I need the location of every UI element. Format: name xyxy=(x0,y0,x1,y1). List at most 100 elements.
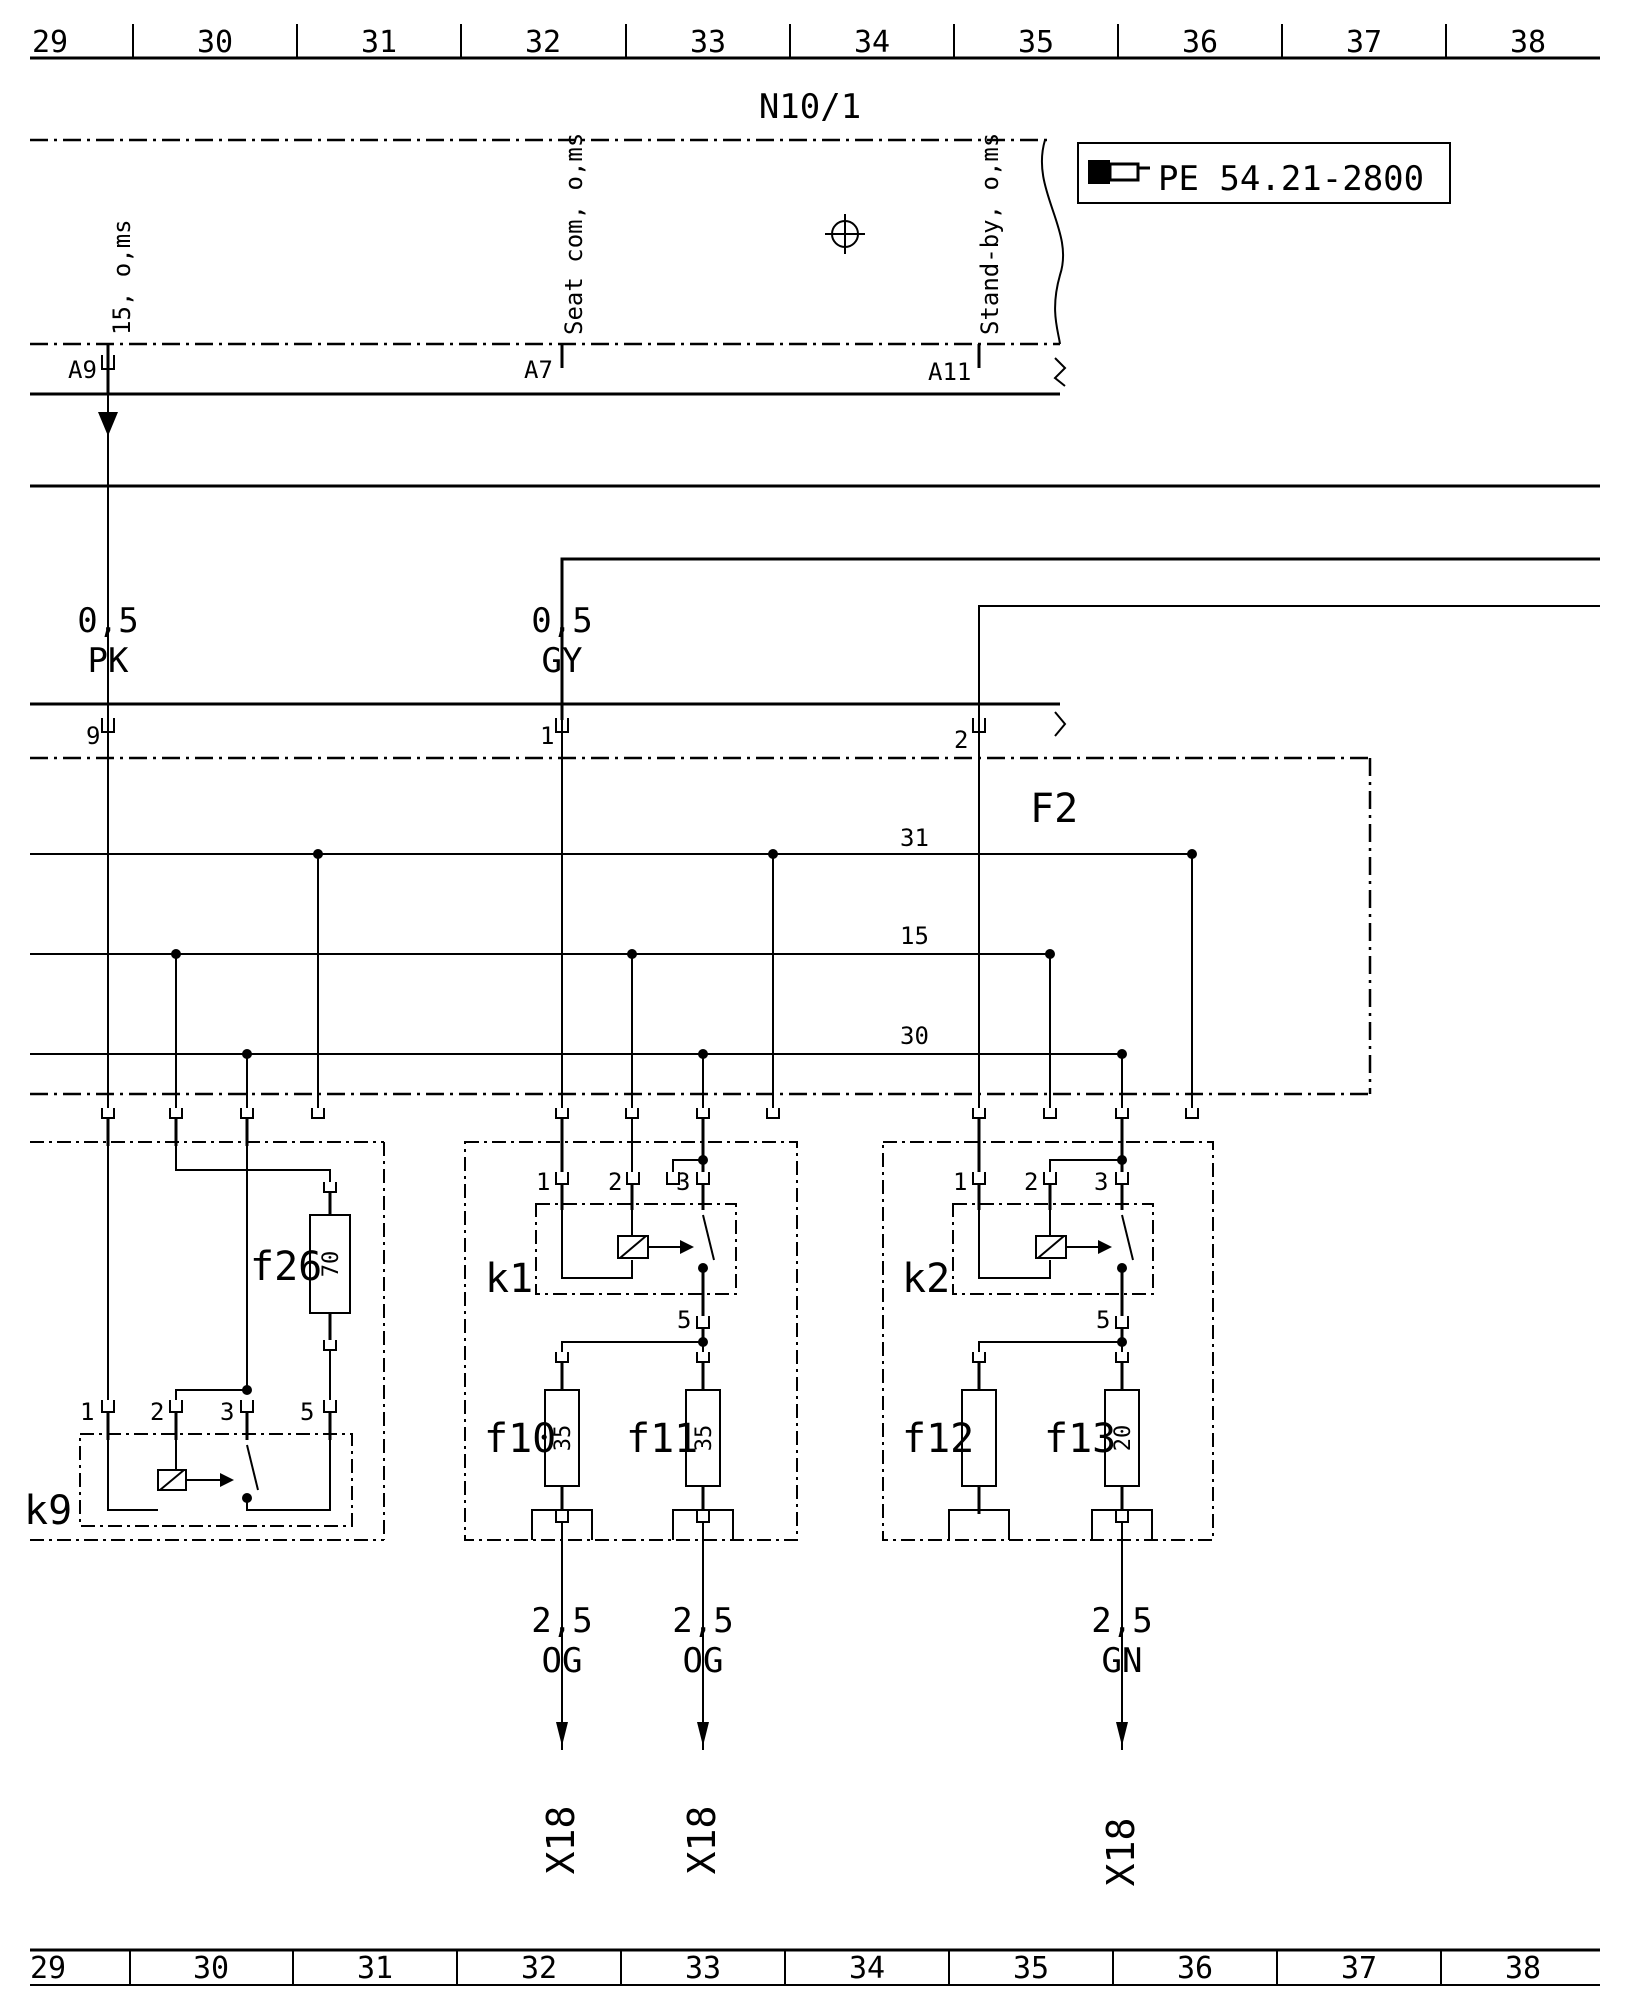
grid-label: 34 xyxy=(849,1951,885,1986)
pin-label: 3 xyxy=(1094,1168,1108,1196)
grid-label: 29 xyxy=(30,1951,66,1986)
wire-color: GY xyxy=(542,641,583,681)
fuse-rating: 70 xyxy=(319,1251,344,1278)
connector-pin-9: 9 xyxy=(86,718,115,750)
pin-label: A7 xyxy=(524,356,553,384)
wire-color: GN xyxy=(1102,1641,1143,1681)
grid-label: 34 xyxy=(854,25,890,60)
fuse-f13: 20 f13 xyxy=(1044,1352,1140,1510)
wire-size: 2,5 xyxy=(531,1601,592,1641)
arrow-down-icon xyxy=(98,412,118,436)
pointing-hand-icon xyxy=(1088,160,1150,184)
signal-label: 15, o,ms xyxy=(108,219,136,335)
module-pin-a11: A11 Stand-by, o,ms xyxy=(928,133,1004,386)
grid-label: 32 xyxy=(525,25,561,60)
grid-label: 30 xyxy=(193,1951,229,1986)
module-pin-a9: A9 15, o,ms xyxy=(68,219,136,394)
grid-label: 30 xyxy=(197,25,233,60)
pin-label: 2 xyxy=(1024,1168,1038,1196)
grid-label: 31 xyxy=(357,1951,393,1986)
grid-label: 35 xyxy=(1013,1951,1049,1986)
fuse-rating: 20 xyxy=(1111,1425,1136,1452)
grid-label: 36 xyxy=(1177,1951,1213,1986)
module-pin-a7: A7 Seat com, o,ms xyxy=(524,133,588,384)
pin-label: 1 xyxy=(536,1168,550,1196)
fuse-f12: f12 xyxy=(902,1352,997,1514)
reference-box: PE 54.21-2800 xyxy=(1077,142,1451,204)
pin-label: A11 xyxy=(928,358,971,386)
fuse-f11: 35 f11 xyxy=(626,1352,721,1510)
pin-label: A9 xyxy=(68,356,97,384)
wire-size: 2,5 xyxy=(1091,1601,1152,1641)
wire-dest: X18 xyxy=(539,1806,583,1875)
relay-k2: k2 5 xyxy=(902,1184,1154,1347)
fuse-name: f11 xyxy=(626,1416,698,1462)
pin-label: 5 xyxy=(300,1398,314,1426)
bus-label: 30 xyxy=(900,1022,929,1050)
relay-k9: 1 2 3 5 k9 xyxy=(24,1389,353,1534)
arrow-down-icon xyxy=(556,1722,568,1746)
wire-out-3: 2,5 GN X18 xyxy=(1091,1522,1153,1887)
pin-label: 1 xyxy=(540,722,554,750)
wire-size: 0,5 xyxy=(531,601,592,641)
grid-strip-bottom: 29 30 31 32 33 34 35 36 37 38 xyxy=(30,1948,1600,1986)
fuse-rating: 35 xyxy=(551,1425,576,1452)
grid-label: 32 xyxy=(521,1951,557,1986)
fuse-name: f10 xyxy=(484,1416,556,1462)
wire-size: 2,5 xyxy=(672,1601,733,1641)
wire-color: PK xyxy=(88,641,129,681)
wire-out-1: 2,5 OG X18 xyxy=(531,1522,593,1875)
connector-pin-1: 1 xyxy=(540,718,569,750)
bus-label: 15 xyxy=(900,922,929,950)
wire-size: 0,5 xyxy=(77,601,138,641)
wire-color: OG xyxy=(542,1641,583,1681)
pin-label: 5 xyxy=(677,1306,691,1334)
fusebox-name: F2 xyxy=(1030,786,1078,832)
grid-label: 36 xyxy=(1182,25,1218,60)
fuse-name: f13 xyxy=(1044,1416,1116,1462)
grid-label: 33 xyxy=(685,1951,721,1986)
pin-label: 2 xyxy=(150,1398,164,1426)
wire-gy: 0,5 GY xyxy=(531,557,1600,720)
grid-label: 29 xyxy=(32,25,68,60)
grid-label: 35 xyxy=(1018,25,1054,60)
arrow-down-icon xyxy=(1116,1722,1128,1746)
fuse-f26: 70 f26 xyxy=(250,1182,351,1351)
grid-label: 38 xyxy=(1510,25,1546,60)
grid-label: 37 xyxy=(1346,25,1382,60)
wire-color: OG xyxy=(683,1641,724,1681)
module-name: N10/1 xyxy=(759,87,861,127)
connector-pin-2: 2 xyxy=(954,718,986,754)
pin-label: 3 xyxy=(676,1168,690,1196)
pin-label: 3 xyxy=(220,1398,234,1426)
module-n10-1: N10/1 PE 54.21-2800 A9 15, o,ms xyxy=(30,87,1451,396)
pin-label: 2 xyxy=(608,1168,622,1196)
pin-label: 1 xyxy=(953,1168,967,1196)
grid-label: 38 xyxy=(1505,1951,1541,1986)
fuse-name: f12 xyxy=(902,1416,974,1462)
wire-pk: 0,5 PK xyxy=(77,394,139,720)
grid-label: 33 xyxy=(690,25,726,60)
fuse-f10: 35 f10 xyxy=(484,1352,580,1510)
wire-out-2: 2,5 OG X18 xyxy=(672,1522,734,1874)
wire-dest: X18 xyxy=(1099,1818,1143,1887)
pin-label: 9 xyxy=(86,722,100,750)
relay-name: k2 xyxy=(902,1256,950,1302)
pin-label: 2 xyxy=(954,726,968,754)
fuse-rating: 35 xyxy=(692,1425,717,1452)
relay-k2-section: 1 2 3 k2 5 f12 xyxy=(902,1118,1154,1540)
grid-strip-top: 29 30 31 32 33 34 35 36 37 38 xyxy=(30,24,1600,60)
pin-label: 5 xyxy=(1096,1306,1110,1334)
grid-label: 31 xyxy=(361,25,397,60)
grid-label: 37 xyxy=(1341,1951,1377,1986)
arrow-down-icon xyxy=(697,1722,709,1746)
relay-k1: k1 5 xyxy=(485,1184,737,1347)
signal-label: Seat com, o,ms xyxy=(560,133,588,335)
wire-standby xyxy=(978,605,1600,720)
reference-text: PE 54.21-2800 xyxy=(1158,159,1424,199)
relay-k1-section: 1 2 3 k1 5 xyxy=(484,1118,737,1540)
fusebox-f2: F2 31 15 30 xyxy=(30,720,1372,1119)
signal-label: Stand-by, o,ms xyxy=(976,133,1004,335)
fuse-name: f26 xyxy=(250,1244,322,1290)
